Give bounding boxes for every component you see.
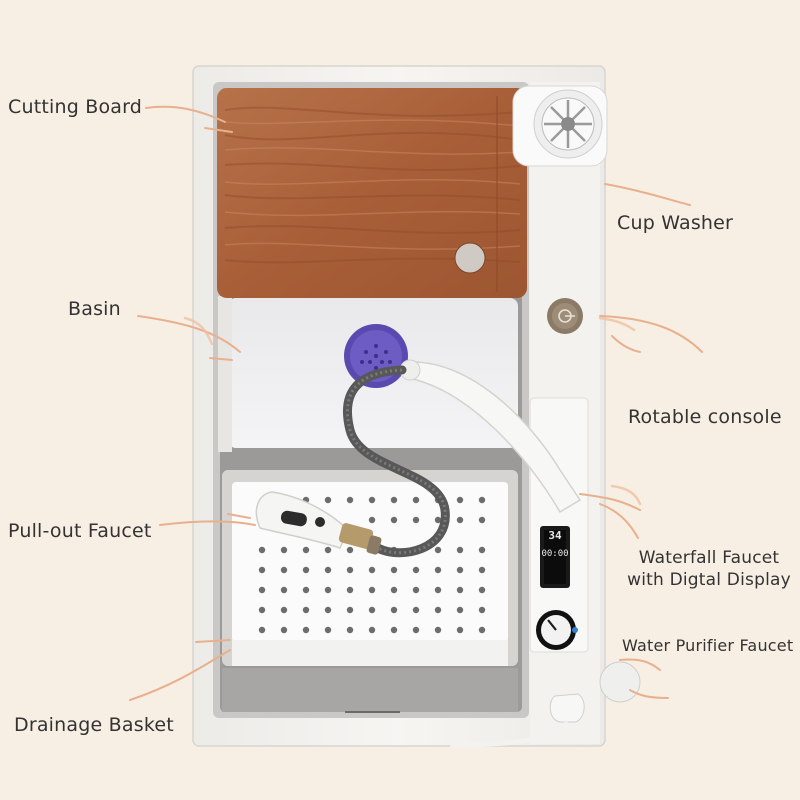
label-waterfall-faucet: Waterfall Faucet with Digtal Display (620, 547, 798, 591)
water-purifier-faucet (449, 661, 641, 748)
label-waterfall-faucet-line2: with Digtal Display (627, 570, 791, 590)
cup-washer-icon (512, 85, 608, 167)
display-time: 00:00 (541, 549, 569, 559)
basket-holes (258, 496, 486, 634)
label-drainage-basket: Drainage Basket (14, 714, 174, 736)
board-handle-hole (455, 243, 485, 273)
leader-lines (129, 105, 703, 701)
display-readout: 34 00:00 (541, 528, 569, 586)
cutting-board (217, 88, 527, 298)
digital-display (540, 526, 570, 588)
label-waterfall-faucet-line1: Waterfall Faucet (638, 548, 780, 568)
label-rotable-console: Rotable console (628, 406, 782, 428)
label-pull-out-faucet: Pull-out Faucet (8, 520, 152, 542)
purifier-dial-icon (536, 610, 578, 650)
display-temp: 34 (548, 529, 562, 542)
label-cup-washer: Cup Washer (617, 212, 734, 234)
rotable-console-knob-icon (547, 298, 583, 334)
label-basin: Basin (68, 298, 121, 320)
brush-strokes (183, 316, 642, 506)
label-cutting-board: Cutting Board (8, 96, 143, 118)
pull-out-faucet-head (255, 491, 382, 555)
label-water-purifier-faucet: Water Purifier Faucet (622, 636, 794, 655)
